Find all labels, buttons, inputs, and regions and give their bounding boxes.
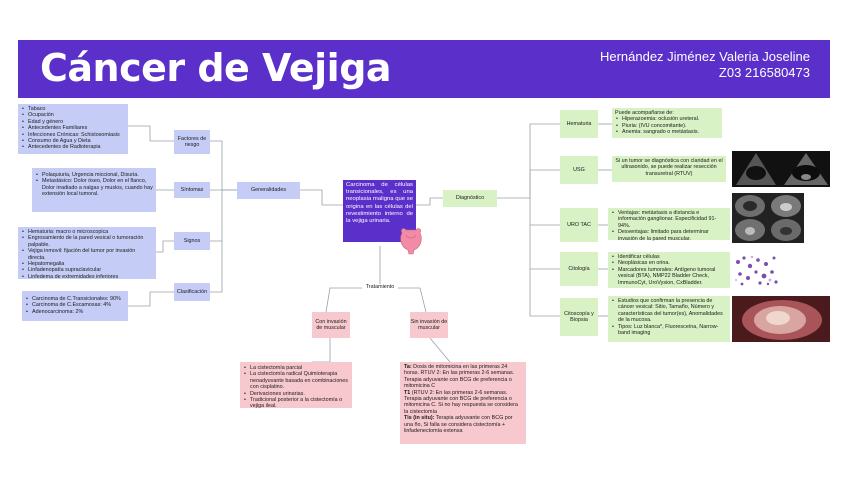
connector-dx-5 [529, 269, 560, 317]
sign-item: Engrosamiento de la pared vesical o tumo… [21, 235, 153, 248]
muscular-treatment-item: Derivaciones urinarias. [243, 391, 349, 398]
citologia-bullet: Neoplásicas en orina. [611, 260, 727, 267]
classification-list: Carcinoma de C.Transicionales: 90%Carcin… [22, 291, 128, 321]
risk-factor-item: Antecedentes Familiares [21, 125, 125, 132]
diagnostico-node: Diagnóstico [443, 190, 497, 207]
connector-gen-1 [210, 140, 237, 191]
hematuria-details: Puede acompañarse de: Hiperazoemia: oclu… [612, 108, 722, 138]
usg-details: Si un tumor se diagnóstica con claridad … [612, 156, 726, 182]
muscular-treatment-item: La cistectomía parcial [243, 365, 349, 372]
connector-dx-4 [529, 225, 560, 270]
muscular-invasion-node: Con invasión de muscular [312, 312, 350, 338]
connector-dx-1 [497, 123, 560, 199]
risk-factor-item: Tabaco [21, 106, 125, 113]
dx-uro-tac: URO TAC [560, 208, 598, 242]
uro-tac-bullet: Ventajas: metástasis a distancia e infor… [611, 210, 727, 229]
category-symptoms: Síntomas [174, 182, 210, 198]
uro-tac-bullet: Desventajas: limitado para determinar in… [611, 229, 727, 242]
uro-tac-details: Ventajas: metástasis a distancia e infor… [608, 208, 730, 242]
ultrasound-image [732, 151, 830, 187]
connector-dx-3 [529, 198, 560, 226]
header-banner: Cáncer de Vejiga Hernández Jiménez Valer… [18, 40, 830, 98]
connector-gen-4 [210, 241, 223, 293]
generalidades-node: Generalidades [237, 182, 300, 199]
hematuria-bullet: Hiperazoemia: oclusión ureteral. [615, 116, 719, 123]
connector-tx-right [396, 287, 427, 313]
dx-citologia: Citología [560, 252, 598, 286]
risk-factor-item: Edad y género [21, 119, 125, 126]
classification-item: Carcinoma de C.Escamosas: 4% [25, 302, 125, 309]
citologia-bullet: Identificar células [611, 254, 727, 261]
treatment-node: Tratamiento [362, 284, 398, 291]
connector-risk [128, 125, 174, 142]
dx-hematuria: Hematuria [560, 110, 598, 138]
non-muscular-treatment-details: Ta: Dosis de mitomicina en las primeras … [400, 362, 526, 444]
hematuria-bullet: Piuria: (IVU concomitante). [615, 123, 719, 130]
connector-signs [156, 240, 174, 253]
citoscopia-details: Estudios que confirman la presencia de c… [608, 296, 730, 342]
symptom-item: Polaquiuria, Urgencia miccional, Disuria… [35, 172, 153, 179]
connector-classification [128, 291, 174, 307]
hematuria-bullet: Anemia: sangrado o metástasis. [615, 129, 719, 136]
classification-item: Adenocarcinoma: 2% [25, 309, 125, 316]
citologia-details: Identificar célulasNeoplásicas en orina.… [608, 252, 730, 288]
connector-gen-center [300, 189, 343, 206]
risk-factor-item: Infecciones Crónicas: Schistosomiasis [21, 132, 125, 139]
bladder-icon [400, 228, 422, 255]
sign-item: Linfadenopatía supraclavicular [21, 267, 153, 274]
muscular-treatment-item: Tradicional posterior a la cistectomía o… [243, 397, 349, 410]
signs-list: Hematuria: macro o microscopicaEngrosami… [18, 227, 156, 281]
connector-gen-3 [210, 190, 223, 242]
author-name: Hernández Jiménez Valeria Joseline [599, 49, 810, 64]
connector-tx-left [325, 287, 364, 313]
page-title: Cáncer de Vejiga [40, 46, 392, 90]
citoscopia-bullet: Estudios que confirman la presencia de c… [611, 298, 727, 324]
symptoms-list: Polaquiuria, Urgencia miccional, Disuria… [32, 168, 156, 212]
dx-citoscopia: Citoscopía y Biopsia [560, 298, 598, 336]
connector-center-dx [416, 197, 443, 206]
author-code: Z03 216580473 [718, 65, 810, 80]
non-muscular-invasion-node: Sin invasión de muscular [410, 312, 448, 338]
sign-item: Hematuria: macro o microscopica [21, 229, 153, 236]
citologia-bullet: Marcadores tumorales: Antígeno tumoral v… [611, 267, 727, 286]
risk-factor-item: Antecedentes de Radioterapia [21, 144, 125, 151]
sign-item: Linfedema de extremidades inferiores [21, 274, 153, 281]
category-classification: Clasificación [174, 283, 210, 301]
dx-usg: USG [560, 156, 598, 184]
muscular-treatment-list: La cistectomía parcialLa cistectomía rad… [240, 362, 352, 410]
category-signs: Signos [174, 232, 210, 250]
risk-factor-item: Ocupación [21, 112, 125, 119]
sign-item: Vejiga inmovil: fijación del tumor por i… [21, 248, 153, 261]
sign-item: Hepatomegalia [21, 261, 153, 268]
cytology-image [732, 252, 780, 288]
category-risk-factors: Factores de riesgo [174, 130, 210, 154]
connector-dx-2 [529, 169, 560, 198]
risk-factor-item: Consumo de Agua y Dieta [21, 138, 125, 145]
citoscopia-bullet: Tipos: Luz blanca*, Fluoresceína, Narrow… [611, 324, 727, 337]
cystoscopy-image [732, 296, 830, 342]
muscular-treatment-item: La cistectomía radical Quimioterapia neo… [243, 371, 349, 390]
risk-factors-list: TabacoOcupaciónEdad y géneroAntecedentes… [18, 104, 128, 154]
ct-scan-image [732, 193, 804, 243]
symptom-item: Metastásico: Dolor óseo, Dolor en el fla… [35, 178, 153, 197]
classification-item: Carcinoma de C.Transicionales: 90% [25, 296, 125, 303]
